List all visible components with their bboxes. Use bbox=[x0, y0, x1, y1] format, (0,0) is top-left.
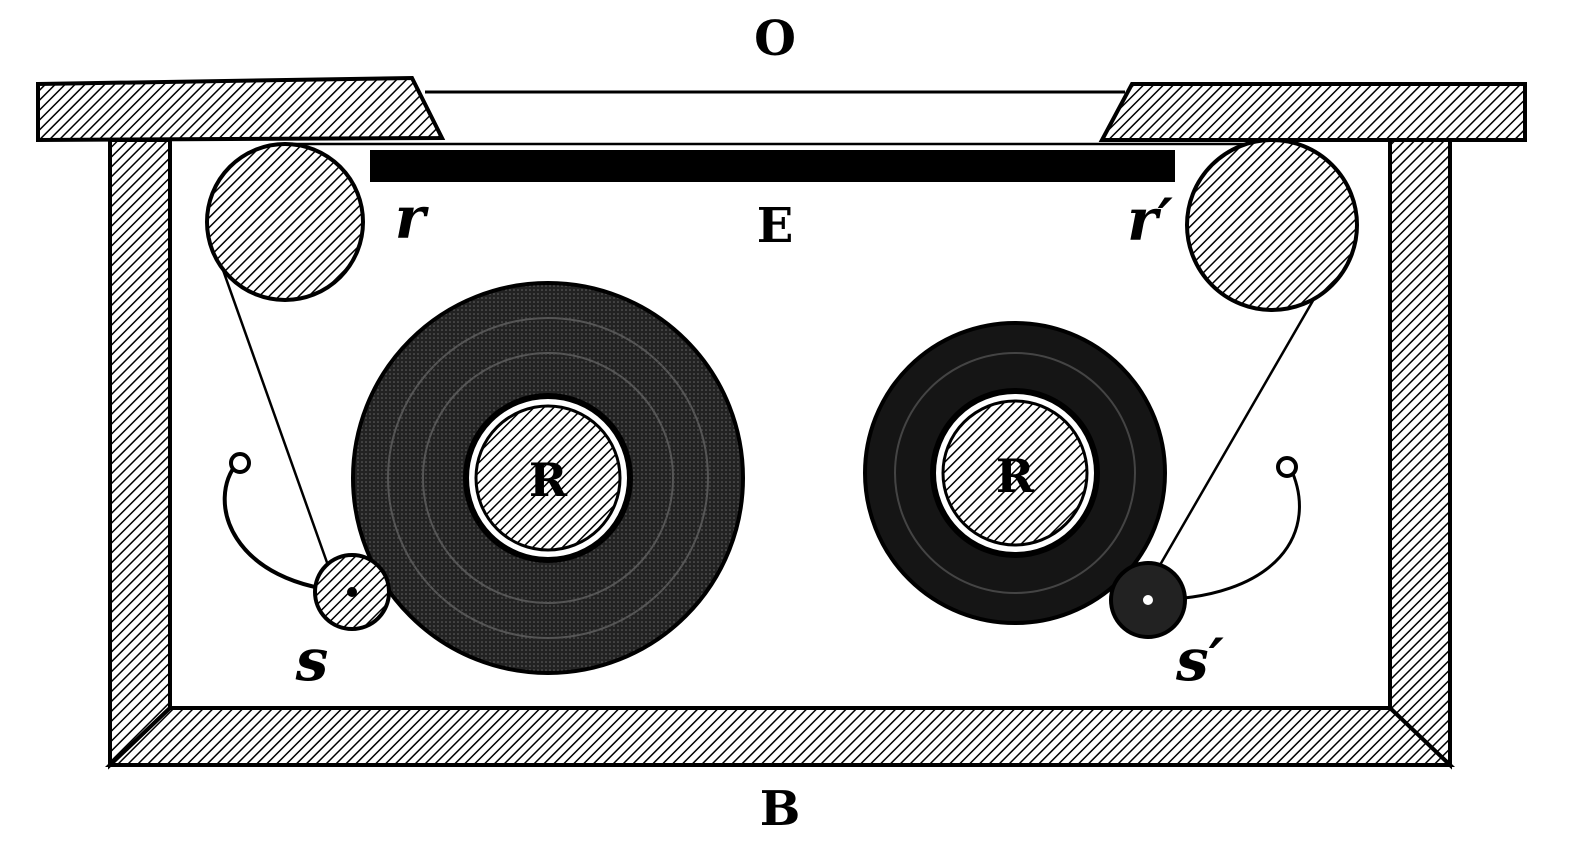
spool-right bbox=[863, 321, 1167, 625]
box-wall-right bbox=[1388, 138, 1452, 770]
exposure-plate bbox=[370, 150, 1175, 182]
box-bottom bbox=[104, 706, 1456, 767]
label-box-bottom: B bbox=[760, 781, 801, 837]
spring-pin-left bbox=[229, 452, 251, 474]
top-plate-right bbox=[1098, 82, 1527, 142]
label-spool-left: R bbox=[529, 453, 568, 507]
top-plate-left bbox=[36, 75, 446, 143]
roller-right bbox=[1185, 138, 1359, 312]
spring-pin-right bbox=[1276, 456, 1298, 478]
label-spring-roller-left: s bbox=[295, 626, 329, 694]
label-roller-right: r′ bbox=[1127, 186, 1173, 254]
box-wall-left bbox=[108, 138, 172, 770]
spring-right bbox=[1147, 466, 1301, 602]
roller-left bbox=[205, 142, 365, 302]
label-spool-right: R bbox=[996, 449, 1035, 503]
spring-left bbox=[222, 460, 353, 594]
label-exposure-plate: E bbox=[757, 198, 794, 254]
label-opening: O bbox=[754, 11, 796, 67]
label-spring-roller-right: s′ bbox=[1175, 626, 1224, 694]
label-roller-left: r bbox=[395, 184, 430, 252]
spool-left bbox=[351, 281, 745, 675]
